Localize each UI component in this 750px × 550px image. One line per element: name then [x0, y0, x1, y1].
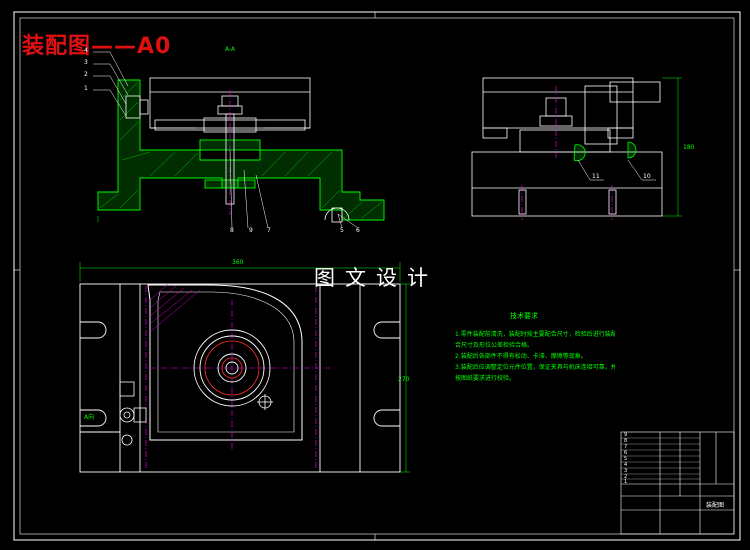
title-block-rows: [621, 437, 700, 480]
plan-view: [79, 262, 410, 473]
part-number-2: 2: [84, 71, 88, 78]
tech-requirement-item: 合尺寸及形位公差检验合格。: [455, 342, 534, 349]
tech-requirement-item: 1.零件装配前清洗，装配时按主要配合尺寸，检验后进行装配: [455, 331, 615, 338]
front-section-view: [93, 51, 385, 229]
title-block-row: 2: [624, 474, 628, 480]
part-number-4: 4: [84, 47, 88, 54]
dim-height-right: 180: [683, 144, 695, 151]
part-number-11: 11: [592, 173, 600, 180]
title-block-row: 1: [624, 479, 628, 485]
dim-height-plan: 270: [398, 376, 410, 383]
title-block-row: 8: [624, 438, 628, 444]
outer-border: [13, 11, 741, 541]
tech-requirement-item: 2.装配后各部件不得有松动、卡滞、摩擦等现象。: [455, 353, 587, 360]
section-label: A-A: [225, 46, 236, 53]
title-block-row: 4: [624, 462, 628, 468]
title-block: [620, 431, 735, 535]
dim-overall-width: 360: [232, 259, 244, 266]
inner-border: [19, 17, 735, 535]
part-number-7: 7: [267, 227, 271, 234]
watermark-text: 图文设计: [314, 266, 438, 290]
part-number-5: 5: [340, 227, 344, 234]
part-number-3: 3: [84, 59, 88, 66]
tech-requirement-item: 按图纸要求进行校验。: [455, 375, 516, 382]
tech-requirement-item: 3.装配后应调整定位元件位置，保证夹具与机床连接可靠，并: [455, 364, 615, 371]
title-block-row: 3: [624, 468, 628, 474]
view-label-k: A向: [84, 414, 95, 421]
part-number-1: 1: [84, 85, 88, 92]
border-tick-marks: [14, 12, 740, 540]
tech-requirements-title: 技术要求: [510, 312, 538, 320]
side-view: [471, 77, 682, 220]
title-block-row: 6: [624, 450, 628, 456]
part-number-10: 10: [643, 173, 651, 180]
title-block-row: 5: [624, 456, 628, 462]
title-block-name: 装配图: [706, 502, 725, 509]
tech-requirements-list: 1.零件装配前清洗，装配时按主要配合尺寸，检验后进行装配 合尺寸及形位公差检验合…: [455, 329, 615, 384]
drawing-title: 装配图——A0: [22, 34, 172, 59]
part-number-6: 6: [356, 227, 360, 234]
title-block-row: 9: [624, 432, 628, 438]
title-block-row: 7: [624, 444, 628, 450]
part-number-8: 8: [230, 227, 234, 234]
part-number-9: 9: [249, 227, 253, 234]
